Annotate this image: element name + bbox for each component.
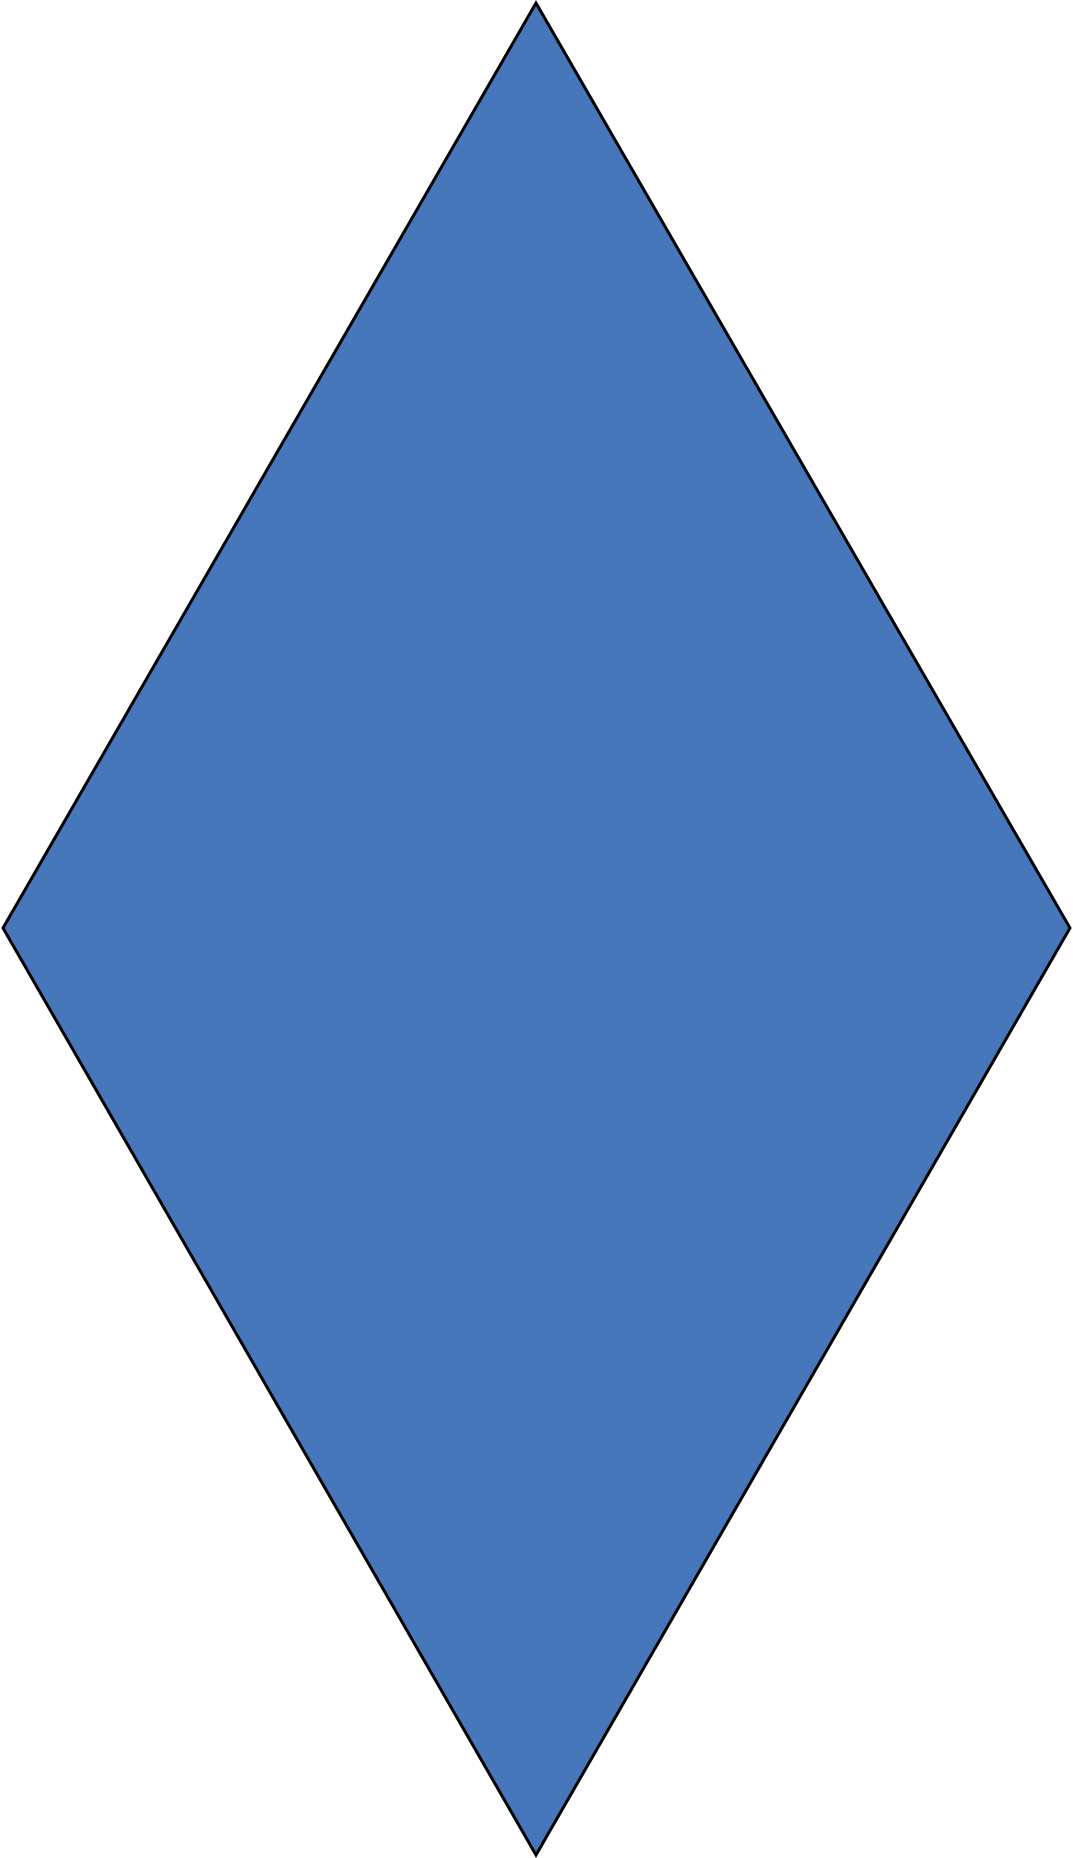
rhombus-shape <box>1 0 1072 1858</box>
diagram-svg <box>1 0 1072 1858</box>
diagram-canvas <box>1 0 1072 1858</box>
